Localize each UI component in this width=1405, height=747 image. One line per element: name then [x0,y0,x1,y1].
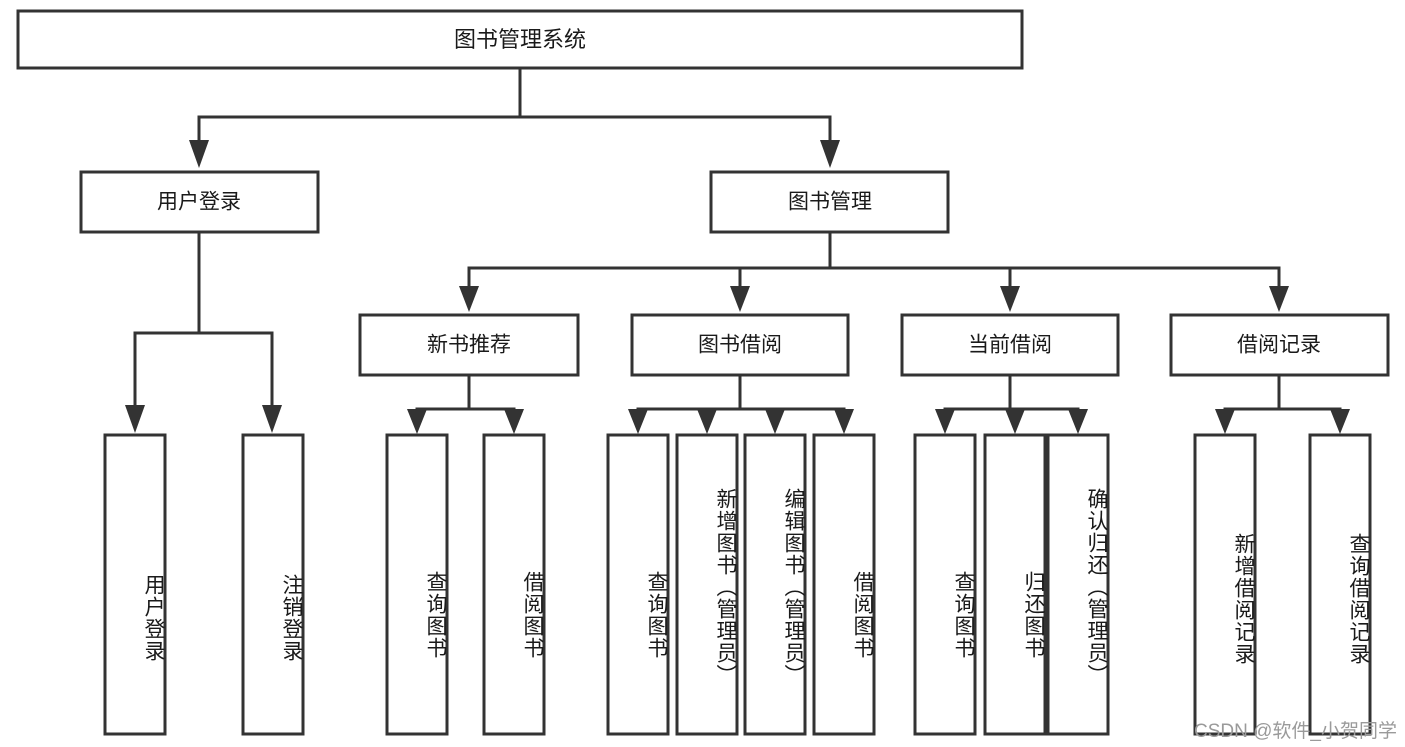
arrow-head-icon [697,409,717,434]
leaf-box-query-book-cb[interactable] [913,433,977,736]
node-current-borrow[interactable]: 当前借阅 [900,313,1120,377]
book-borrow-box[interactable] [630,313,850,377]
connector-borrow-record-to-leaves [1215,373,1350,434]
node-root[interactable]: 图书管理系统 [16,9,1024,70]
book-management-box[interactable] [709,170,950,234]
arrow-head-icon [459,286,479,312]
arrow-head-icon [504,409,524,434]
arrow-head-icon [820,140,840,168]
leaf-box-user-login[interactable] [103,433,167,736]
connector-current-borrow-to-leaves [935,373,1088,434]
connector-book-borrow-to-leaves [628,373,854,434]
leaf-box-return-book[interactable] [983,433,1047,736]
node-borrow-record[interactable]: 借阅记录 [1169,313,1390,377]
connector-root-to-level2 [189,66,840,168]
user-login-label: 用户登录 [157,191,241,214]
node-user-login[interactable]: 用户登录 [79,170,320,234]
current-borrow-box[interactable] [900,313,1120,377]
book-borrow-label: 图书借阅 [698,334,782,357]
leaf-box-edit-book[interactable] [743,433,807,736]
leaf-box-borrow-book-nbr[interactable] [482,433,546,736]
arrow-head-icon [730,286,750,312]
arrow-head-icon [765,409,785,434]
arrow-head-icon [262,405,282,433]
arrow-head-icon [189,140,209,168]
node-new-book-recommend[interactable]: 新书推荐 [358,313,580,377]
connector-user-login-to-leaves [125,230,282,433]
root-label: 图书管理系统 [454,27,586,52]
leaf-box-add-record[interactable] [1193,433,1257,736]
node-book-management[interactable]: 图书管理 [709,170,950,234]
borrow-record-box[interactable] [1169,313,1390,377]
leaf-box-query-record[interactable] [1308,433,1372,736]
leaf-box-logout[interactable] [241,433,305,736]
leaf-box-add-book[interactable] [675,433,739,736]
arrow-head-icon [1068,409,1088,434]
borrow-record-label: 借阅记录 [1237,334,1321,357]
leaf-box-confirm-return[interactable] [1046,433,1110,736]
leaf-box-query-book-bb[interactable] [606,433,670,736]
arrow-head-icon [628,409,648,434]
arrow-head-icon [1330,409,1350,434]
new-book-recommend-label: 新书推荐 [427,334,511,357]
node-book-borrow[interactable]: 图书借阅 [630,313,850,377]
connector-book-management-to-level3 [459,230,1289,312]
csdn-watermark: CSDN @软件_小贺同学 [1194,721,1397,742]
arrow-head-icon [1005,409,1025,434]
arrow-head-icon [407,409,427,434]
arrow-head-icon [125,405,145,433]
leaf-box-query-book-nbr[interactable] [385,433,449,736]
arrow-head-icon [834,409,854,434]
arrow-head-icon [1215,409,1235,434]
root-box[interactable] [16,9,1024,70]
book-management-label: 图书管理 [788,191,872,214]
new-book-recommend-box[interactable] [358,313,580,377]
connector-new-book-recommend-to-leaves [407,373,524,434]
current-borrow-label: 当前借阅 [968,334,1052,357]
leaf-box-borrow-book-bb[interactable] [812,433,876,736]
arrow-head-icon [1000,286,1020,312]
arrow-head-icon [1269,286,1289,312]
arrow-head-icon [935,409,955,434]
